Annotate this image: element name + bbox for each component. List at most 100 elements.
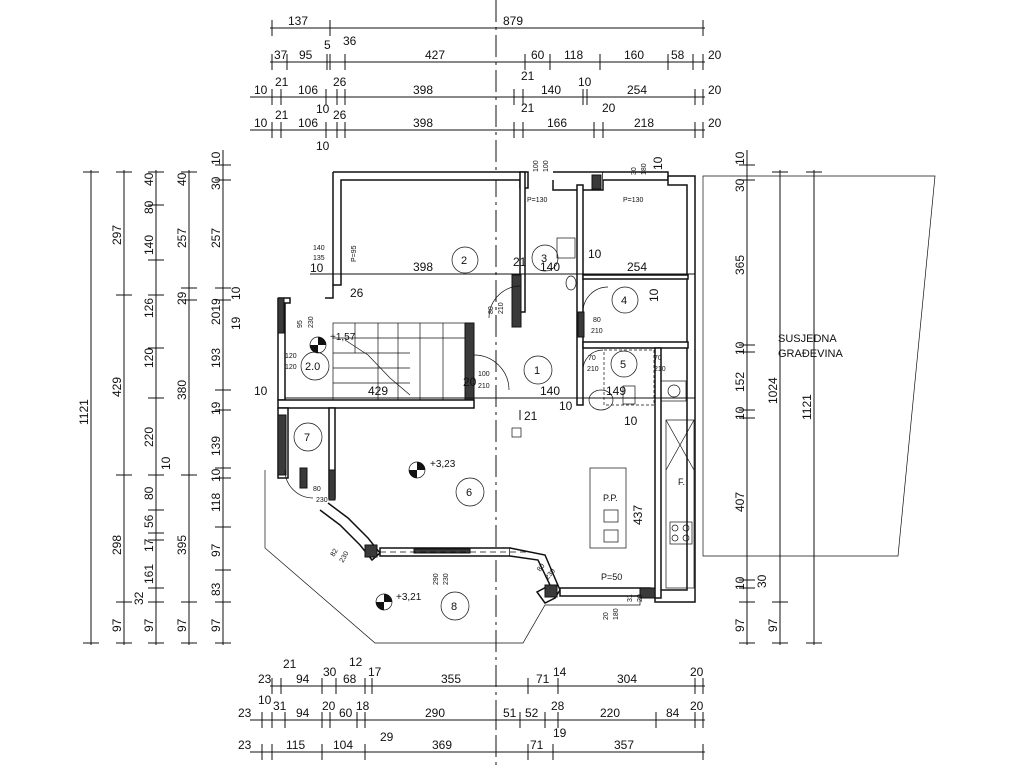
- dim-bottom-3: 104: [333, 738, 353, 752]
- dim-left-4: 395: [175, 535, 189, 555]
- dim-int: 230: [316, 497, 328, 504]
- dim-int: 180: [641, 163, 648, 175]
- wall-stair-south: [277, 399, 475, 409]
- label-p130-b: P=130: [623, 197, 644, 204]
- bottom-dimension-chains: 23 21 94 30 12 68 17 355 14 71 304 20 10…: [238, 655, 705, 760]
- dim-int: 100: [543, 160, 550, 172]
- room-number-2: 2: [461, 255, 467, 267]
- dim-int: 100: [533, 160, 540, 172]
- dim-top-3: 21: [275, 75, 289, 89]
- dim-left-2: 97: [110, 618, 124, 632]
- room-marker-6: [455, 477, 485, 507]
- label-p130-a: P=130: [527, 197, 548, 204]
- dim-left-3: 80: [142, 486, 156, 500]
- dim-int: 80: [593, 317, 601, 324]
- dim-int: 20: [463, 375, 477, 389]
- dim-bottom-1: 94: [296, 672, 310, 686]
- dim-int: 95: [297, 320, 304, 328]
- dim-left-4: 380: [175, 380, 189, 400]
- dim-left-5: 10: [229, 286, 243, 300]
- dim-int: 10: [588, 247, 602, 261]
- dim-int: 140: [540, 384, 560, 398]
- dim-int: 135: [313, 255, 325, 262]
- dim-int: 230: [443, 573, 450, 585]
- room-markers: 2 3 4 1 5 6 7 8 2.0: [293, 244, 639, 621]
- room-marker-2: [451, 246, 479, 274]
- dim-top-4: 20: [708, 116, 722, 130]
- dim-top-3: 10: [578, 75, 592, 89]
- dim-bottom-2: 23: [238, 706, 252, 720]
- dim-top-2: 60: [531, 48, 545, 62]
- room-marker-1: [523, 355, 553, 385]
- neighbor-label-2: GRAĐEVINA: [778, 348, 843, 360]
- neighbor-label-1: SUSJEDNA: [778, 333, 837, 345]
- dim-top-1-1: 137: [288, 14, 308, 28]
- dim-top-3: 10: [254, 83, 268, 97]
- wall-partition-3-4: [576, 184, 584, 406]
- dim-right-1: 10: [733, 406, 747, 420]
- dim-left-2: 297: [110, 225, 124, 245]
- dim-right-1: 365: [733, 255, 747, 275]
- room-number-5: 5: [620, 359, 626, 371]
- dim-top-4: 398: [413, 116, 433, 130]
- dim-int: 437: [631, 505, 645, 525]
- dim-left-2: 429: [110, 377, 124, 397]
- dim-bottom-1: 23: [258, 672, 272, 686]
- interior-dimensions: 398 140 254 140 149 429 120 120 26 10 10…: [254, 156, 695, 620]
- dim-right-1: 10: [733, 341, 747, 355]
- dim-right-1: 152: [733, 372, 747, 392]
- dim-left-4: 40: [175, 172, 189, 186]
- dim-left-3: 56: [142, 514, 156, 528]
- dim-top-5: 10: [316, 139, 330, 153]
- dim-int: 10: [624, 414, 638, 428]
- dim-int: 140: [313, 245, 325, 252]
- level-label-2: +3,23: [430, 459, 456, 470]
- dim-left-5: 139: [209, 436, 223, 456]
- dim-bottom-3: 23: [238, 738, 252, 752]
- wall-partition-4-5: [582, 341, 689, 349]
- dim-left-5: 193: [209, 348, 223, 368]
- dim-right-1: 10: [733, 151, 747, 165]
- room-marker-3: [531, 244, 559, 272]
- dim-bottom-1: 304: [617, 672, 637, 686]
- label-p50: P=50: [601, 572, 622, 582]
- dim-bottom-2: 18: [356, 699, 370, 713]
- dim-left-5: 118: [209, 493, 223, 512]
- dim-int: 20: [637, 594, 644, 602]
- dim-bottom-3: 369: [432, 738, 452, 752]
- dim-right-1: 30: [733, 178, 747, 192]
- dim-left-5: 10: [209, 151, 223, 165]
- dim-left-3: 97: [142, 618, 156, 632]
- dim-int: 429: [368, 384, 388, 398]
- dim-right-1: 407: [733, 492, 747, 512]
- dim-bottom-1: 20: [690, 665, 704, 679]
- dim-top-2: 95: [299, 48, 313, 62]
- right-dimension-chains: 10 30 365 10 152 10 407 10 30 97 1024 97…: [733, 150, 822, 645]
- dim-left-5: 83: [209, 582, 223, 596]
- dim-int: 30: [631, 167, 638, 175]
- vent-block: [591, 174, 602, 190]
- dim-left-5: 97: [209, 618, 223, 632]
- room-number-stair: 2.0: [305, 361, 320, 373]
- dim-top-3: 26: [333, 75, 347, 89]
- neighbor-building: SUSJEDNA GRAĐEVINA: [702, 175, 936, 557]
- dim-int: 80: [536, 563, 546, 574]
- dim-bottom-2: 94: [296, 706, 310, 720]
- dim-left-3: 32: [132, 591, 146, 605]
- terrace-outline: [264, 470, 641, 644]
- dim-right-2: 97: [766, 618, 780, 632]
- dim-bottom-1: 355: [441, 672, 461, 686]
- dim-top-4: 20: [602, 101, 616, 115]
- dim-int: 100: [478, 371, 490, 378]
- dim-top-4: 26: [333, 108, 347, 122]
- dim-top-4: 106: [298, 116, 318, 130]
- dim-int: 10: [651, 156, 665, 170]
- dim-left-5: 19: [229, 316, 243, 330]
- dim-left-3: 120: [142, 348, 156, 368]
- room-number-4: 4: [621, 295, 627, 307]
- dim-int: 120: [285, 353, 297, 360]
- building-walls: [264, 171, 696, 644]
- dim-top-4: 10: [316, 102, 330, 116]
- dim-int: 10: [254, 384, 268, 398]
- dim-int: 210: [587, 366, 599, 373]
